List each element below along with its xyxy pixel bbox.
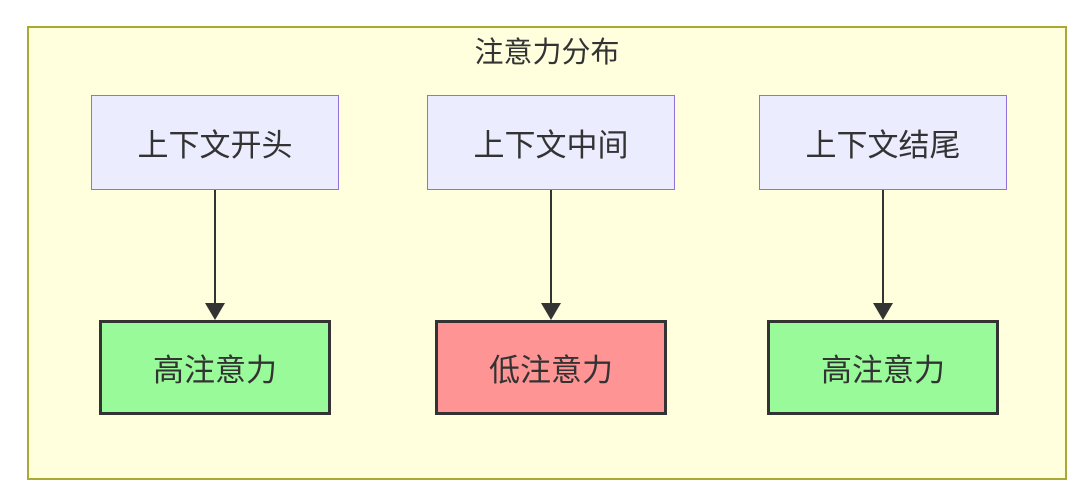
node-low-attention: 低注意力 bbox=[435, 320, 667, 415]
attention-distribution-cluster: 注意力分布 上下文开头 高注意力 上下文中间 低注意力 上下文结尾 bbox=[27, 26, 1067, 480]
flow-column-middle: 上下文中间 低注意力 bbox=[416, 95, 686, 415]
arrow-down-icon bbox=[541, 190, 561, 320]
arrow-down-icon bbox=[205, 190, 225, 320]
node-context-middle: 上下文中间 bbox=[427, 95, 675, 190]
node-high-attention-left: 高注意力 bbox=[99, 320, 331, 415]
node-high-attention-right: 高注意力 bbox=[767, 320, 999, 415]
node-context-end: 上下文结尾 bbox=[759, 95, 1007, 190]
cluster-title: 注意力分布 bbox=[474, 37, 620, 69]
flow-column-start: 上下文开头 高注意力 bbox=[80, 95, 350, 415]
node-context-start: 上下文开头 bbox=[91, 95, 339, 190]
arrow-down-icon bbox=[873, 190, 893, 320]
flow-column-end: 上下文结尾 高注意力 bbox=[748, 95, 1018, 415]
